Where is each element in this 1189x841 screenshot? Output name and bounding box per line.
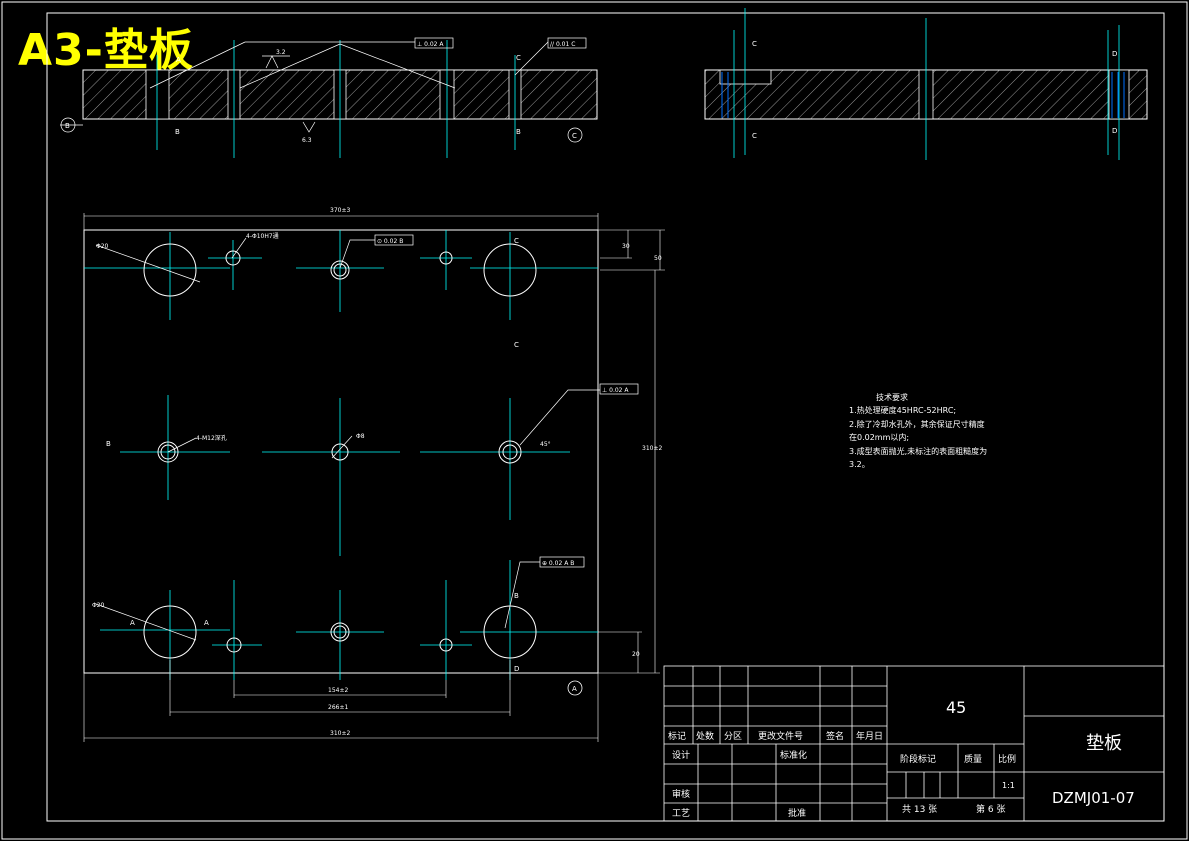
tb-design: 设计: [672, 749, 690, 761]
section-label-b-left: B: [175, 128, 180, 136]
plan-label-d: D: [514, 665, 519, 673]
dim-width-bottom: 310±2: [330, 730, 350, 737]
section-label-d-right-bottom: D: [1112, 127, 1117, 135]
tb-col-zone: 分区: [724, 731, 742, 742]
section-label-c-right-bottom: C: [752, 132, 757, 140]
tech-req-line4: 3.成型表面抛光,未标注的表面粗糙度为: [849, 446, 987, 456]
roughness-bottom: 6.3: [302, 137, 312, 144]
tb-col-doc: 更改文件号: [758, 730, 803, 742]
plan-label-b-bottom: B: [514, 592, 519, 600]
tb-scale-value: 1:1: [1002, 781, 1015, 790]
title-block: [663, 665, 1165, 822]
plan-label-c-mid: C: [514, 341, 519, 349]
note-bolt-holes: 4-Φ10H7通: [246, 232, 279, 240]
section-label-c-right-top: C: [752, 40, 757, 48]
plan-label-b-left: B: [106, 440, 111, 448]
dim-center-span2: 266±1: [328, 704, 348, 711]
datum-b-symbol: B: [65, 122, 70, 130]
tb-col-sign: 签名: [826, 730, 844, 742]
tb-part-name: 垫板: [1086, 733, 1122, 754]
tech-req-line1: 1.热处理硬度45HRC-52HRC;: [849, 405, 956, 415]
section-label-d-right-top: D: [1112, 50, 1117, 58]
section-view-left: ⊥ 0.02 A // 0.01 C 3.2 6.3 A C B B B C: [60, 37, 598, 158]
gdt-frame-section-left: ⊥ 0.02 A: [417, 41, 444, 48]
note-small-hole: Φ8: [356, 433, 365, 440]
gdt-frame-section-right: // 0.01 C: [550, 41, 575, 48]
note-water-holes: 4-M12深孔: [196, 434, 227, 442]
note-angle: 45°: [540, 441, 551, 448]
tb-sheet-no: 第 6 张: [976, 803, 1005, 815]
dim-center-span1: 154±2: [328, 687, 348, 694]
dim-right-total: 310±2: [642, 445, 662, 452]
tb-stage: 阶段标记: [900, 753, 936, 765]
tb-col-count: 处数: [696, 730, 714, 742]
technical-requirements: 技术要求 1.热处理硬度45HRC-52HRC; 2.除了冷却水孔外，其余保证尺…: [849, 392, 987, 469]
plan-label-a-right: A: [204, 619, 209, 627]
dim-right-v3: 20: [632, 651, 640, 658]
dim-width-top: 370±3: [330, 207, 350, 214]
tech-req-heading: 技术要求: [876, 392, 908, 402]
datum-c-symbol: C: [572, 132, 577, 140]
roughness-top: 3.2: [276, 49, 286, 56]
gdt-frame-plan-bottom: ⊕ 0.02 A B: [542, 560, 574, 567]
tb-standard: 标准化: [780, 749, 807, 761]
gdt-frame-plan-top: ⊙ 0.02 B: [377, 238, 403, 245]
title-block-text: 45 垫板 DZMJ01-07 标记 处数 分区 更改文件号 签名 年月日 设计…: [668, 698, 1135, 819]
note-dowel-top: Φ20: [96, 243, 109, 250]
plan-view: ⊙ 0.02 B ⊥ 0.02 A ⊕ 0.02 A B 4-Φ10H7通 4-…: [83, 207, 665, 742]
plan-label-c-top: C: [514, 237, 519, 245]
tb-scale: 比例: [998, 753, 1016, 765]
tb-process: 工艺: [672, 808, 690, 819]
tb-approve: 批准: [788, 807, 806, 819]
tech-req-line5: 3.2。: [849, 460, 870, 469]
tb-drawing-no: DZMJ01-07: [1052, 789, 1135, 807]
tech-req-line2: 2.除了冷却水孔外，其余保证尺寸精度: [849, 419, 985, 429]
dim-right-v1: 30: [622, 243, 630, 250]
section-label-b-right: B: [516, 128, 521, 136]
tb-col-date: 年月日: [856, 730, 883, 742]
tb-sheets-total: 共 13 张: [902, 804, 937, 815]
plan-datum-a: A: [572, 685, 577, 693]
section-label-a-top: A: [176, 56, 181, 64]
tb-col-mark: 标记: [668, 730, 686, 742]
gdt-frame-plan-mid: ⊥ 0.02 A: [602, 387, 629, 394]
tech-req-line3: 在0.02mm以内;: [849, 432, 909, 442]
section-label-c-top: C: [516, 54, 521, 62]
tb-mass: 质量: [964, 753, 982, 765]
tb-review: 审核: [672, 788, 690, 800]
inner-frame: [46, 12, 1165, 822]
note-dowel-bottom: Φ20: [92, 602, 105, 609]
section-view-right: C C D D: [704, 8, 1148, 160]
tb-material: 45: [946, 698, 966, 717]
plan-label-a-left: A: [130, 619, 135, 627]
dim-right-v2: 50: [654, 255, 662, 262]
